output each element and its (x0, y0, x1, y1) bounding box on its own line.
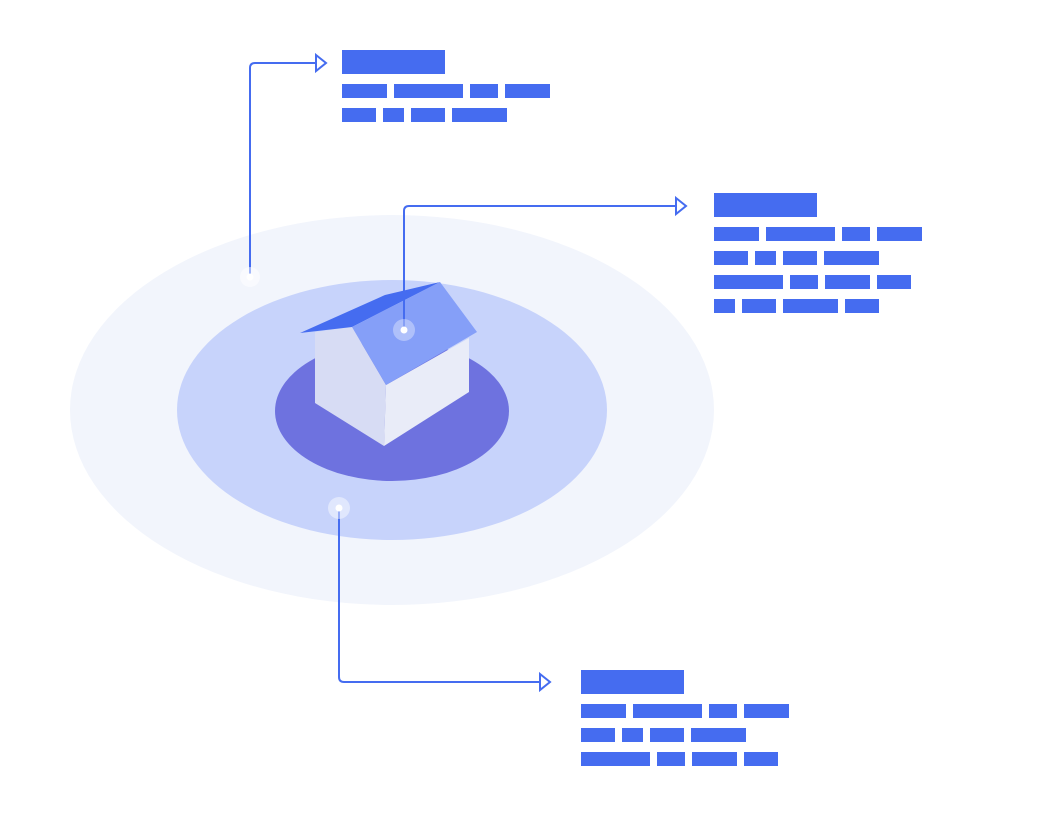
arrow-icon (675, 195, 688, 217)
connector-line-top-left (249, 62, 318, 277)
callout-text-placeholder (790, 275, 818, 289)
callout-text-placeholder (744, 752, 778, 766)
callout-text-placeholder (581, 752, 650, 766)
callout-text-placeholder (742, 299, 776, 313)
callout-text-placeholder (755, 251, 776, 265)
callout-text-placeholder (842, 227, 870, 241)
callout-title-placeholder (581, 670, 684, 694)
callout-text-placeholder (714, 251, 748, 265)
callout-text-placeholder (744, 704, 789, 718)
callout-text-placeholder (714, 299, 735, 313)
callout-text-placeholder (411, 108, 445, 122)
connector-line-right (403, 205, 678, 330)
callout-text-placeholder (581, 728, 615, 742)
callout-text-placeholder (825, 275, 870, 289)
callout-text-placeholder (657, 752, 685, 766)
arrow-icon (539, 671, 552, 693)
callout-right (714, 193, 922, 313)
callout-text-placeholder (877, 275, 911, 289)
callout-text-placeholder (581, 704, 626, 718)
callout-title-placeholder (342, 50, 445, 74)
house-right-wall (384, 338, 469, 446)
callout-text-placeholder (877, 227, 922, 241)
house-roof-light (352, 282, 477, 385)
callout-text-placeholder (692, 752, 737, 766)
callout-text-placeholder (470, 84, 498, 98)
callout-text-placeholder (342, 108, 376, 122)
callout-text-placeholder (452, 108, 507, 122)
callout-text-placeholder (709, 704, 737, 718)
callout-top-left (342, 50, 550, 122)
callout-bottom (581, 670, 789, 766)
callout-text-placeholder (633, 704, 702, 718)
callout-text-placeholder (622, 728, 643, 742)
callout-text-placeholder (824, 251, 879, 265)
callout-text-placeholder (783, 251, 817, 265)
connector-line-bottom (338, 508, 542, 683)
marker-dot-bottom (328, 497, 350, 519)
callout-text-placeholder (383, 108, 404, 122)
arrow-icon (315, 52, 328, 74)
house-left-wall (315, 327, 386, 446)
callout-text-placeholder (505, 84, 550, 98)
callout-text-placeholder (783, 299, 838, 313)
callout-text-placeholder (714, 275, 783, 289)
callout-text-placeholder (691, 728, 746, 742)
callout-text-placeholder (650, 728, 684, 742)
callout-text-placeholder (342, 84, 387, 98)
callout-text-placeholder (766, 227, 835, 241)
callout-text-placeholder (714, 227, 759, 241)
callout-title-placeholder (714, 193, 817, 217)
callout-text-placeholder (845, 299, 879, 313)
marker-dot-roof (393, 319, 415, 341)
callout-text-placeholder (394, 84, 463, 98)
marker-dot-top-left (240, 267, 260, 287)
